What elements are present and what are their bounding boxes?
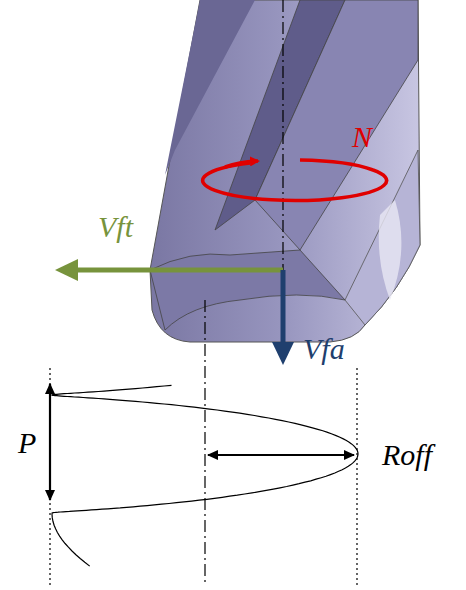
tangential-feed-arrow: [72, 268, 283, 273]
rotation-arrow: [225, 161, 258, 167]
rotation-arrow: [203, 160, 387, 200]
helical-path: [52, 385, 358, 566]
flute: [150, 250, 345, 330]
pitch-dimension: [49, 384, 51, 500]
axial-feed-head: [272, 342, 294, 365]
offset-dimension: [208, 454, 354, 456]
extent-line: [356, 368, 357, 586]
rotation-label: N: [352, 122, 372, 152]
axial-feed-label: Vfa: [303, 334, 345, 364]
offset-label: Roff: [382, 440, 432, 470]
extent-line: [49, 368, 50, 586]
tangential-feed-label: Vft: [98, 212, 133, 242]
flute: [165, 0, 255, 175]
helix-axis: [204, 300, 205, 582]
tool-axis: [282, 0, 283, 345]
tangential-feed-head: [55, 259, 78, 281]
pitch-label: P: [18, 428, 36, 458]
highlight: [379, 200, 402, 300]
axial-feed-arrow: [281, 270, 286, 345]
